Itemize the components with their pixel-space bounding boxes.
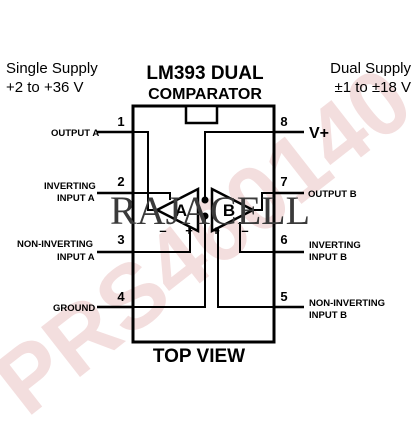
comparator-a-symbol <box>154 186 200 234</box>
vplus-junction-dot <box>201 196 209 204</box>
output-a-wire <box>133 131 157 211</box>
pin-6-number: 6 <box>280 232 287 247</box>
pin-2-label-line1: INVERTING <box>44 181 96 192</box>
pin-3-number: 3 <box>117 232 124 247</box>
pin-1-label: OUTPUT A <box>51 128 99 139</box>
ground-junction-dot <box>201 212 209 220</box>
comparator-b-name: B <box>223 201 235 220</box>
vplus-wire <box>204 131 274 200</box>
comparator-a-name: A <box>175 201 187 220</box>
pin-6-label-line1: INVERTING <box>309 240 361 251</box>
noninverting-b-wire <box>217 222 274 308</box>
output-b-wire <box>253 192 274 211</box>
watermark-brand: RAJACELL <box>110 188 310 233</box>
pin-5-label-line1: NON-INVERTING <box>309 298 385 309</box>
comparator-a-plus: + <box>185 223 193 238</box>
inverting-b-wire <box>239 222 274 253</box>
comparator-a-minus: – <box>159 223 166 238</box>
pin-2-number: 2 <box>117 174 124 189</box>
comparator-b-minus: – <box>241 223 248 238</box>
pin-1-number: 1 <box>117 114 124 129</box>
single-supply-label: Single Supply <box>6 60 98 77</box>
comparator-b-plus: + <box>212 223 220 238</box>
pin-6-label-line2: INPUT B <box>309 252 347 263</box>
dual-supply-label: Dual Supply <box>330 60 411 77</box>
internal-wiring <box>133 131 274 308</box>
pin-7-label: OUTPUT B <box>308 189 357 200</box>
pin-5-number: 5 <box>280 289 287 304</box>
pin-2-label-line2: INPUT A <box>57 193 95 204</box>
pin-8-label: V+ <box>309 125 329 142</box>
pin-4-number: 4 <box>117 289 125 304</box>
ground-wire <box>133 216 206 308</box>
comparator-b-symbol <box>210 186 256 234</box>
chip-notch <box>184 104 219 125</box>
pin-5-label-line2: INPUT B <box>309 310 347 321</box>
inverting-a-wire <box>133 192 171 200</box>
pin-7-number: 7 <box>280 174 287 189</box>
chip-title: LM393 DUAL <box>146 63 264 84</box>
chip-subtitle: COMPARATOR <box>148 86 262 103</box>
pin-3-label-line2: INPUT A <box>57 252 95 263</box>
pin-8-number: 8 <box>280 114 287 129</box>
view-caption: TOP VIEW <box>153 346 245 367</box>
single-supply-range: +2 to +36 V <box>6 79 84 96</box>
dual-supply-range: ±1 to ±18 V <box>334 79 411 96</box>
pin-4-label: GROUND <box>53 303 95 314</box>
pin-3-label-line1: NON-INVERTING <box>17 239 93 250</box>
noninverting-a-wire <box>133 222 191 253</box>
